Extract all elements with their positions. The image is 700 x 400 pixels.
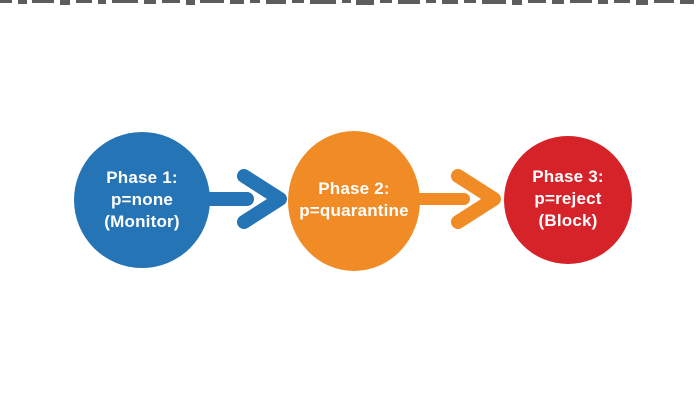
phase-3-line-2: p=reject bbox=[534, 189, 602, 208]
phase-3-circle bbox=[504, 136, 632, 264]
phase-1-line-3: (Monitor) bbox=[104, 212, 180, 231]
arrow-phase1-to-phase2 bbox=[193, 169, 287, 229]
phase-2-line-1: Phase 2: bbox=[318, 179, 390, 198]
phase-1-line-1: Phase 1: bbox=[106, 168, 178, 187]
phase-3-line-1: Phase 3: bbox=[532, 167, 604, 186]
cropped-text-marks bbox=[0, 0, 694, 5]
phase-2-label: Phase 2: p=quarantine bbox=[299, 178, 409, 222]
cropped-text-strip bbox=[0, 0, 694, 5]
phase-1-circle bbox=[74, 132, 210, 268]
phase-3-line-3: (Block) bbox=[538, 211, 598, 230]
phase-3-label: Phase 3: p=reject (Block) bbox=[532, 166, 604, 232]
phase-2-circle bbox=[288, 131, 420, 271]
phase-1-line-2: p=none bbox=[110, 190, 174, 209]
phase-1-label: Phase 1: p=none (Monitor) bbox=[104, 167, 179, 233]
arrow-head-icon bbox=[237, 169, 287, 229]
arrow-head-icon bbox=[451, 169, 501, 229]
arrow-phase2-to-phase3 bbox=[404, 169, 501, 229]
phase-2-line-2: p=quarantine bbox=[299, 201, 409, 220]
